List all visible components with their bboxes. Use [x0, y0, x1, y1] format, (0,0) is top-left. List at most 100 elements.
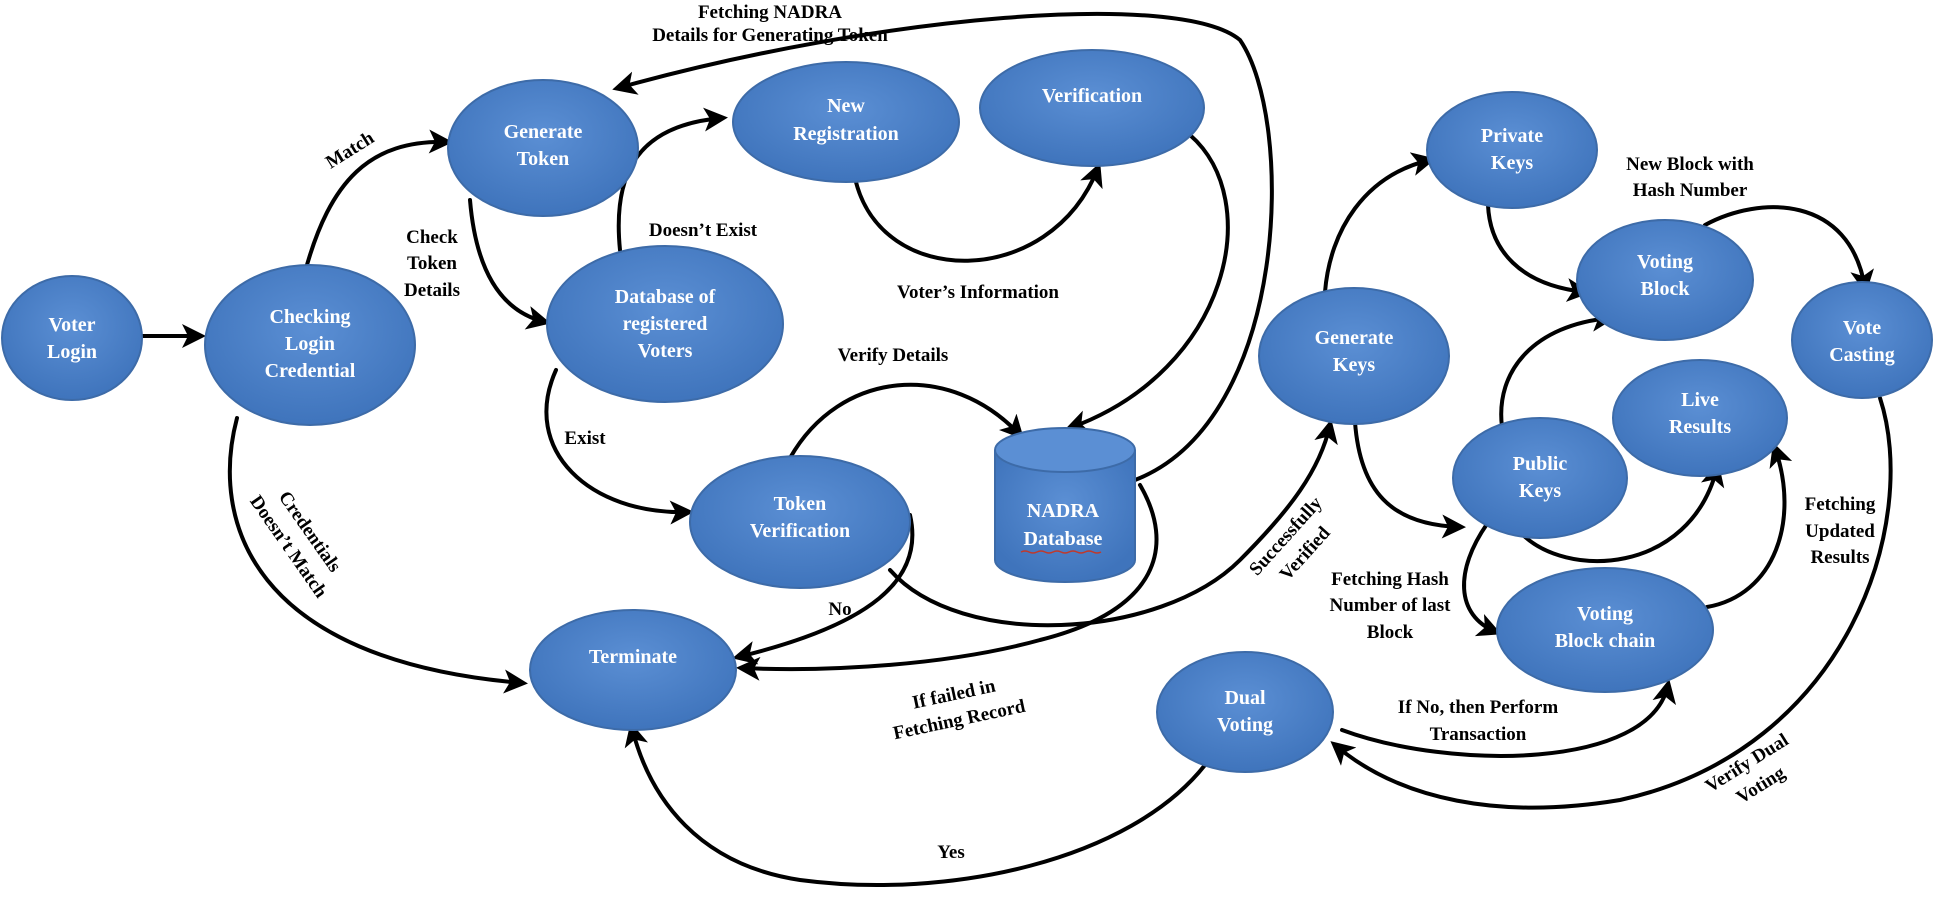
node-new-registration: New Registration	[732, 61, 960, 183]
node-verification: Verification	[979, 49, 1205, 167]
svg-text:Verification: Verification	[750, 520, 850, 542]
node-voting-block: Voting Block	[1576, 219, 1754, 341]
edge-blockchain-to-live-results	[1705, 442, 1793, 609]
svg-text:Private: Private	[1481, 125, 1543, 147]
label-check-token-details: Check Token Details	[404, 227, 460, 301]
label-if-no-transaction: If No, then Perform Transaction	[1398, 697, 1559, 745]
node-voter-login: Voter Login	[1, 275, 143, 401]
svg-text:Casting: Casting	[1829, 344, 1895, 366]
svg-text:Fetching NADRA: Fetching NADRA	[698, 2, 842, 23]
svg-text:Block chain: Block chain	[1555, 630, 1656, 652]
node-public-keys: Public Keys	[1452, 417, 1628, 539]
label-doesnt-exist: Doesn’t Exist	[649, 220, 758, 241]
svg-text:Verify Details: Verify Details	[838, 345, 949, 366]
node-checking-login-credential: Checking Login Credential	[204, 264, 416, 426]
node-nadra-database: NADRA Database	[994, 427, 1136, 583]
svg-text:registered: registered	[623, 313, 708, 335]
edge-private-keys-to-voting-block	[1486, 203, 1591, 302]
label-if-failed: If failed in Fetching Record	[891, 675, 1027, 744]
edge-token-verification-to-nadra	[788, 382, 1025, 460]
svg-text:Voter’s Information: Voter’s Information	[897, 282, 1059, 303]
label-exist: Exist	[564, 428, 606, 449]
node-database-registered-voters: Database of registered Voters	[546, 245, 784, 403]
edge-public-keys-to-blockchain	[1462, 522, 1502, 637]
svg-text:Database: Database	[1024, 528, 1103, 550]
node-terminate: Terminate	[529, 609, 737, 731]
svg-text:Database of: Database of	[615, 286, 716, 308]
edge-public-keys-to-voting-block	[1499, 307, 1616, 429]
svg-text:Fetching Hash: Fetching Hash	[1331, 569, 1449, 590]
edge-checking-to-generate-token	[303, 129, 453, 274]
node-voting-blockchain: Voting Block chain	[1496, 567, 1714, 693]
edge-nadra-to-terminate	[736, 483, 1159, 681]
svg-text:Yes: Yes	[937, 842, 964, 863]
edge-registration-to-verification	[853, 162, 1103, 263]
edge-vote-casting-to-dual-voting	[1330, 396, 1893, 810]
edge-verification-to-nadra	[1064, 133, 1230, 434]
svg-text:Number of last: Number of last	[1329, 595, 1451, 616]
label-new-block-hash: New Block with Hash Number	[1626, 154, 1754, 201]
label-credentials-doesnt-match: Credentials Doesn’t Match	[245, 487, 345, 602]
svg-text:Generate: Generate	[504, 121, 583, 143]
svg-text:Login: Login	[47, 341, 97, 363]
svg-text:Doesn’t Exist: Doesn’t Exist	[649, 220, 758, 241]
svg-text:Match: Match	[322, 127, 378, 173]
svg-text:Check: Check	[406, 227, 458, 248]
edge-dual-voting-to-terminate	[624, 722, 1207, 887]
node-generate-token: Generate Token	[447, 79, 639, 217]
edge-generate-keys-to-public-keys	[1353, 420, 1466, 539]
node-token-verification: Token Verification	[689, 455, 911, 589]
svg-text:Details for Generating Token: Details for Generating Token	[652, 25, 888, 46]
svg-text:NADRA: NADRA	[1027, 500, 1100, 522]
svg-text:Verification: Verification	[1042, 85, 1142, 107]
svg-text:Vote: Vote	[1843, 317, 1881, 339]
svg-text:Voting: Voting	[1577, 603, 1633, 625]
svg-text:No: No	[828, 599, 851, 620]
edge-database-to-token-verification	[544, 368, 694, 525]
edge-checking-to-terminate	[227, 416, 528, 694]
svg-text:Token: Token	[517, 148, 570, 170]
svg-text:Dual: Dual	[1224, 687, 1266, 709]
label-match: Match	[322, 127, 378, 173]
svg-text:Checking: Checking	[269, 306, 350, 328]
svg-text:Login: Login	[285, 333, 335, 355]
node-vote-casting: Vote Casting	[1791, 281, 1933, 399]
svg-text:Exist: Exist	[564, 428, 606, 449]
svg-text:If No, then Perform: If No, then Perform	[1398, 697, 1559, 718]
svg-text:Voting: Voting	[1637, 251, 1693, 273]
edge-generate-keys-to-private-keys	[1323, 152, 1436, 294]
edge-token-verification-to-generate-keys	[888, 419, 1338, 628]
edge-token-verification-to-terminate	[732, 513, 915, 665]
svg-text:Voting: Voting	[1217, 714, 1273, 736]
svg-text:New: New	[827, 95, 865, 117]
node-dual-voting: Dual Voting	[1156, 651, 1334, 773]
edge-nadra-to-generate-token	[612, 11, 1274, 482]
svg-text:Voter: Voter	[48, 314, 95, 336]
svg-text:Hash Number: Hash Number	[1633, 180, 1748, 201]
node-private-keys: Private Keys	[1426, 91, 1598, 209]
edge-voting-block-to-vote-casting	[1703, 205, 1874, 294]
label-fetching-updated-results: Fetching Updated Results	[1805, 494, 1876, 568]
svg-text:Token: Token	[774, 493, 827, 515]
svg-text:Updated: Updated	[1805, 521, 1875, 542]
svg-text:Keys: Keys	[1333, 354, 1375, 376]
svg-text:Keys: Keys	[1519, 480, 1561, 502]
node-generate-keys: Generate Keys	[1258, 287, 1450, 425]
svg-text:Public: Public	[1513, 453, 1568, 475]
edge-generate-token-to-database	[468, 198, 551, 330]
label-fetching-nadra: Fetching NADRA Details for Generating To…	[652, 2, 888, 46]
svg-text:Registration: Registration	[793, 123, 899, 145]
svg-text:Details: Details	[404, 280, 460, 301]
svg-text:Token: Token	[407, 253, 457, 274]
svg-text:Terminate: Terminate	[589, 646, 677, 668]
node-live-results: Live Results	[1612, 359, 1788, 477]
label-fetching-hash: Fetching Hash Number of last Block	[1329, 569, 1451, 643]
svg-text:Keys: Keys	[1491, 152, 1533, 174]
svg-text:Fetching: Fetching	[1805, 494, 1876, 515]
label-verify-dual-voting: Verify Dual Voting	[1702, 730, 1793, 809]
svg-text:Generate: Generate	[1315, 327, 1394, 349]
edge-public-keys-to-live-results	[1518, 462, 1725, 564]
svg-text:New Block with: New Block with	[1626, 154, 1754, 175]
svg-text:Block: Block	[1367, 622, 1414, 643]
